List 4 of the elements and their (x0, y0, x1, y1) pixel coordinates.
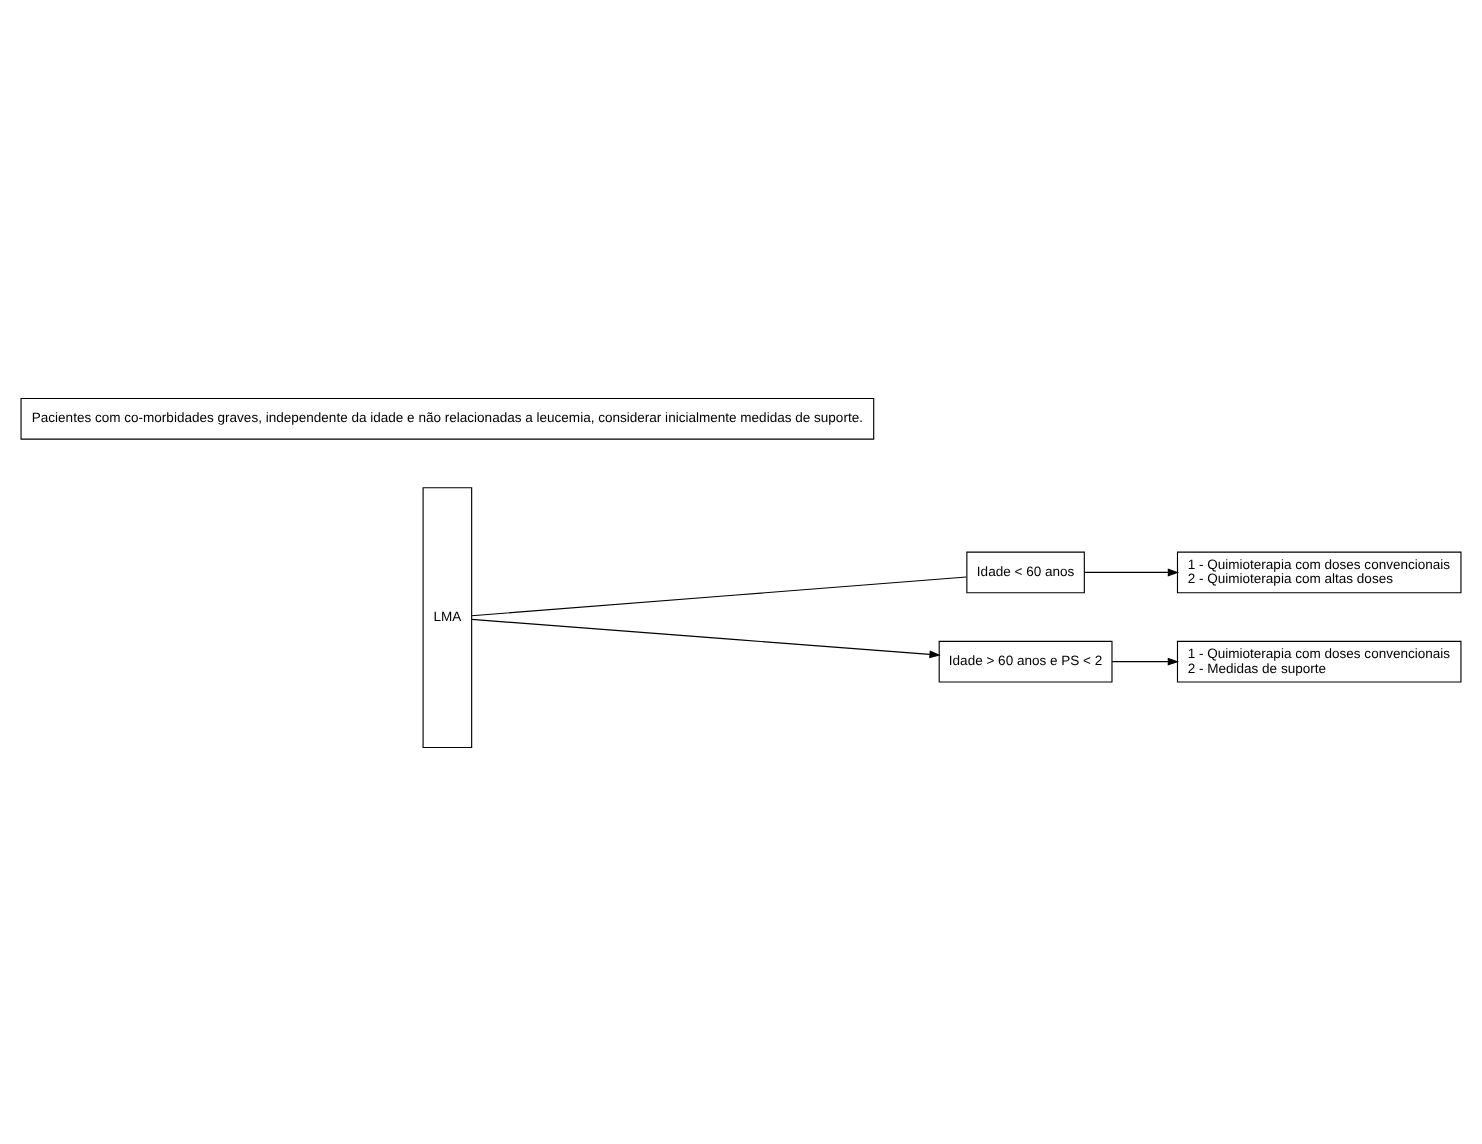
connector (471, 575, 968, 616)
arrow (471, 617, 941, 658)
arrow (1111, 656, 1180, 665)
arrow (1084, 567, 1180, 576)
